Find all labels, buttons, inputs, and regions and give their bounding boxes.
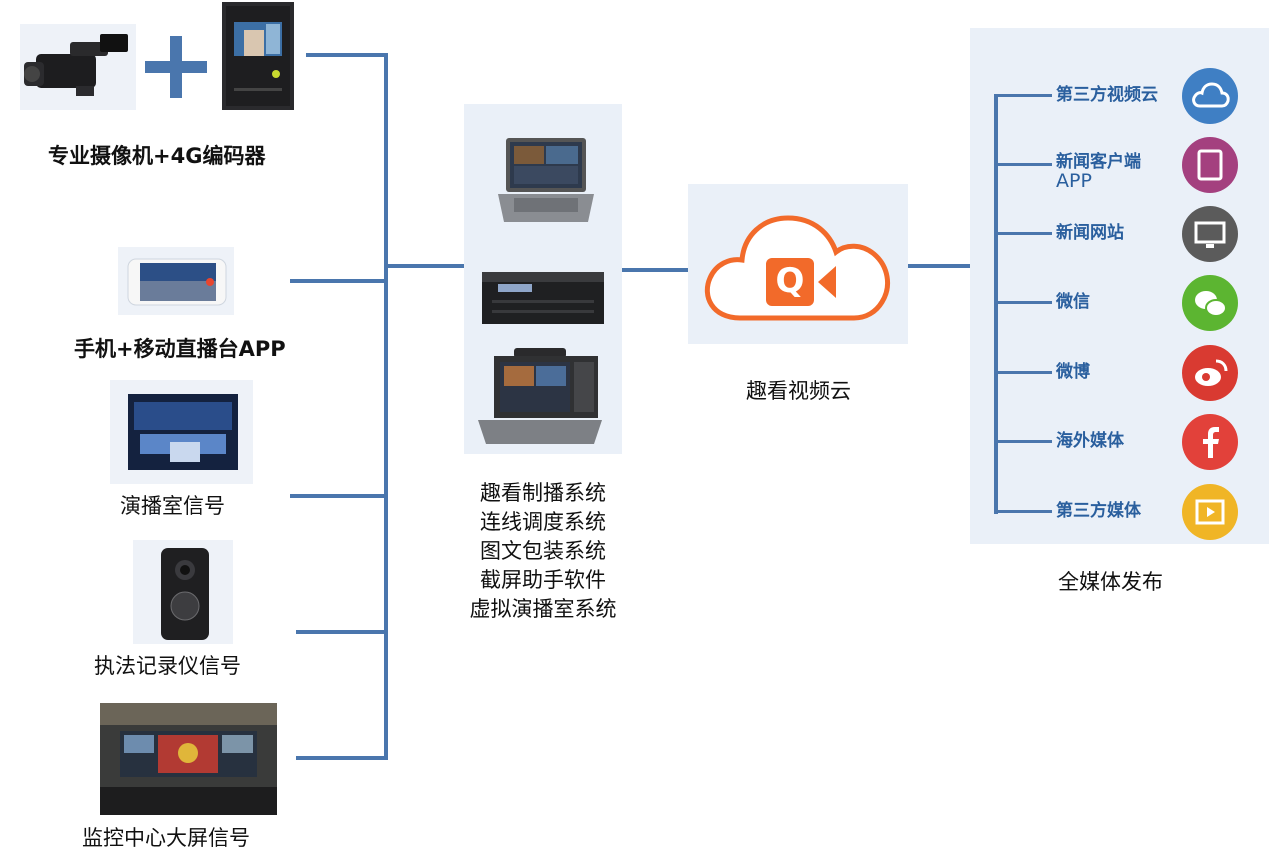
encoder-icon — [222, 2, 294, 110]
connector-source-2 — [290, 279, 388, 283]
source-label-studio: 演播室信号 — [120, 494, 225, 518]
connector-source-4 — [296, 630, 388, 634]
film-icon — [1182, 484, 1238, 540]
system-feature: 趣看制播系统 — [480, 481, 606, 505]
publish-panel: 第三方视频云 新闻客户端 APP 新闻网站 微信 微博 — [970, 28, 1269, 544]
weibo-icon — [1182, 345, 1238, 401]
publish-item-label: 新闻网站 — [1056, 223, 1124, 243]
publish-item-news-website: 新闻网站 — [970, 204, 1269, 264]
cloud-icon — [1182, 68, 1238, 124]
publish-item-label: 海外媒体 — [1056, 431, 1124, 451]
system-feature: 虚拟演播室系统 — [469, 597, 617, 621]
cloud-label: 趣看视频云 — [746, 379, 851, 403]
connector-system-to-cloud — [622, 268, 688, 272]
connector-vertical-left — [384, 53, 388, 758]
server-icon — [482, 272, 604, 324]
bodycam-icon — [133, 540, 233, 644]
wechat-icon — [1182, 275, 1238, 331]
publish-item-label: 第三方媒体 — [1056, 501, 1141, 521]
source-label-camera: 专业摄像机+4G编码器 — [48, 144, 266, 168]
camcorder-icon — [20, 24, 136, 110]
connector-source-5 — [296, 756, 388, 760]
laptop-icon — [498, 138, 594, 222]
bodycam-image — [133, 540, 233, 644]
cloud-logo-letter: Q — [776, 261, 805, 301]
source-label-monitor-center: 监控中心大屏信号 — [82, 826, 250, 850]
connector-to-system — [388, 264, 464, 268]
publish-item-label: 第三方视频云 — [1056, 85, 1158, 105]
cloud-panel: Q — [688, 184, 908, 344]
connector-vertical-right — [994, 94, 998, 514]
studio-icon — [110, 380, 253, 484]
publish-item-weibo: 微博 — [970, 343, 1269, 403]
encoder-image — [222, 2, 294, 110]
connector-cloud-to-publish — [908, 264, 996, 268]
publish-item-news-app: 新闻客户端 APP — [970, 135, 1269, 195]
facebook-icon — [1182, 414, 1238, 470]
connector-source-1 — [306, 53, 388, 57]
monitor-center-image — [100, 703, 277, 815]
phone-image — [118, 247, 234, 315]
source-label-phone: 手机+移动直播台APP — [74, 337, 286, 361]
system-panel — [464, 104, 622, 454]
connector-source-3 — [290, 494, 388, 498]
phone-icon — [118, 247, 234, 315]
plus-icon — [145, 36, 207, 98]
system-feature-list: 趣看制播系统 连线调度系统 图文包装系统 截屏助手软件 虚拟演播室系统 — [443, 479, 643, 624]
monitor-center-icon — [100, 703, 277, 815]
monitor-icon — [1182, 206, 1238, 262]
publish-item-wechat: 微信 — [970, 273, 1269, 333]
publish-item-third-party-media: 第三方媒体 — [970, 482, 1269, 542]
publish-item-overseas: 海外媒体 — [970, 412, 1269, 472]
publish-item-label: 微信 — [1056, 292, 1090, 312]
source-label-bodycam: 执法记录仪信号 — [94, 654, 241, 678]
system-feature: 连线调度系统 — [480, 510, 606, 534]
publish-item-third-party-cloud: 第三方视频云 — [970, 66, 1269, 126]
system-feature: 图文包装系统 — [480, 539, 606, 563]
cloud-logo-icon: Q — [704, 215, 891, 321]
portable-workstation-icon — [478, 348, 602, 444]
publish-item-label: 微博 — [1056, 362, 1090, 382]
studio-image — [110, 380, 253, 484]
publish-item-label: 新闻客户端 APP — [1056, 152, 1141, 192]
publish-label: 全媒体发布 — [1058, 570, 1163, 594]
camera-image — [20, 24, 136, 110]
tablet-icon — [1182, 137, 1238, 193]
system-feature: 截屏助手软件 — [480, 568, 606, 592]
